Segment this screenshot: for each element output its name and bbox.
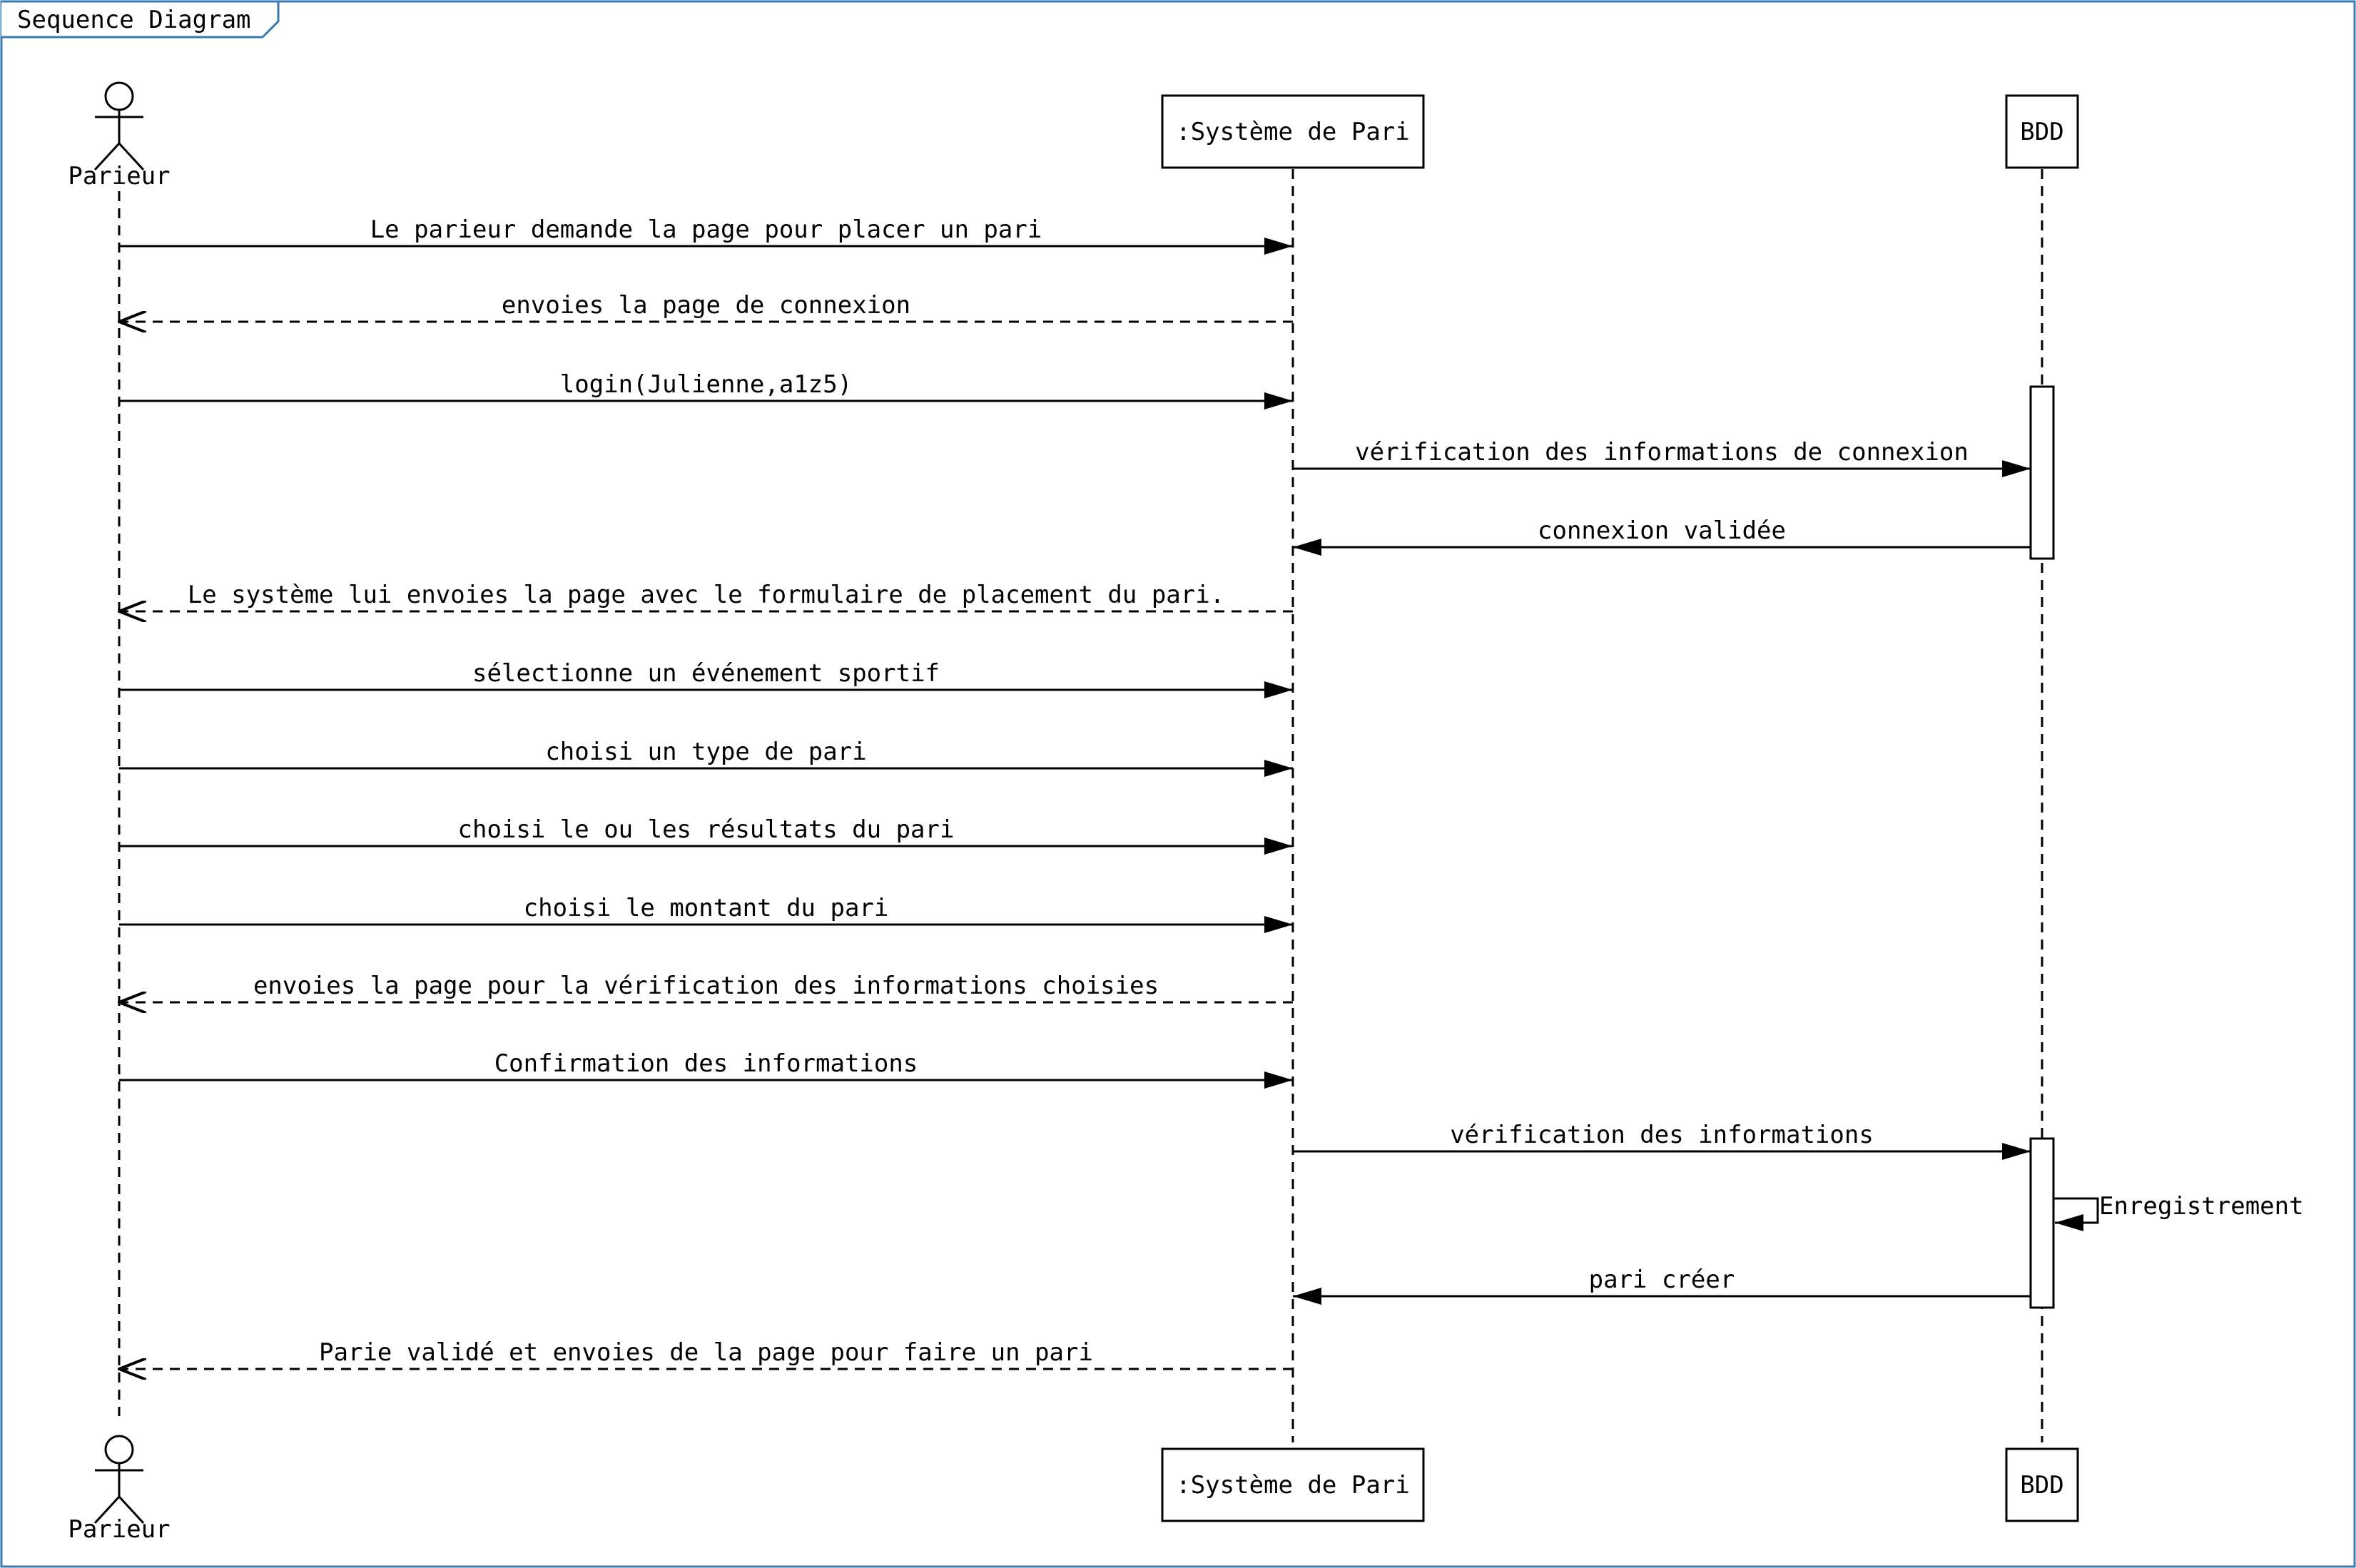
message-label: choisi le ou les résultats du pari	[458, 815, 955, 844]
message-label: vérification des informations	[1450, 1121, 1874, 1149]
participant-box	[1161, 94, 1425, 169]
participant-label: :Système de Pari	[1176, 1471, 1410, 1500]
message: pari créer	[1293, 1266, 2031, 1305]
frame-title-tab	[1, 0, 280, 39]
message: choisi le ou les résultats du pari	[119, 815, 1293, 855]
activation-bar-bdd-1	[2029, 385, 2055, 560]
message: envoies la page de connexion	[119, 291, 1293, 322]
message-label: pari créer	[1589, 1266, 1735, 1294]
participant-box	[2005, 1447, 2079, 1522]
message-label: Le système lui envoies la page avec le f…	[188, 581, 1224, 609]
message-label: vérification des informations de connexi…	[1355, 438, 1969, 467]
participant-label: Parieur	[68, 162, 170, 190]
messages: Le parieur demande la page pour placer u…	[119, 215, 2304, 1369]
message: Enregistrement	[2053, 1192, 2304, 1231]
message-label: envoies la page de connexion	[502, 291, 910, 320]
message: choisi un type de pari	[119, 738, 1293, 777]
message: sélectionne un événement sportif	[119, 659, 1293, 698]
message: Confirmation des informations	[119, 1049, 1293, 1089]
message: Le parieur demande la page pour placer u…	[119, 215, 1293, 255]
participant-label: BDD	[2020, 1471, 2063, 1500]
participant-box	[1161, 1447, 1425, 1522]
participant-parieur-bottom: Parieur	[68, 1435, 171, 1544]
actor-icon	[93, 81, 145, 171]
actor-icon	[93, 1435, 145, 1524]
message-label: sélectionne un événement sportif	[472, 659, 940, 688]
message-label: login(Julienne,a1z5)	[560, 370, 852, 399]
participant-parieur-top: Parieur	[68, 81, 171, 190]
frame-title: Sequence Diagram	[17, 6, 251, 34]
message-label: envoies la page pour la vérification des…	[253, 972, 1159, 1000]
message: Le système lui envoies la page avec le f…	[119, 581, 1293, 611]
participant-bdd-bottom: BDD	[2005, 1447, 2079, 1522]
message-label: choisi un type de pari	[545, 738, 866, 766]
message-label: Le parieur demande la page pour placer u…	[370, 215, 1042, 244]
self-message-arrow	[2053, 1197, 2099, 1231]
message: envoies la page pour la vérification des…	[119, 972, 1293, 1002]
message-label: choisi le montant du pari	[524, 894, 889, 922]
participant-systeme-bottom: :Système de Pari	[1161, 1447, 1425, 1522]
message: connexion validée	[1293, 516, 2031, 556]
participant-systeme-top: :Système de Pari	[1161, 94, 1425, 169]
message-label: connexion validée	[1538, 516, 1786, 545]
message-label: Parie validé et envoies de la page pour …	[319, 1338, 1093, 1367]
participant-label: :Système de Pari	[1176, 118, 1410, 146]
participant-box	[2005, 94, 2079, 169]
message-label: Enregistrement	[2099, 1192, 2304, 1221]
participant-bdd-top: BDD	[2005, 94, 2079, 169]
message: choisi le montant du pari	[119, 894, 1293, 933]
message: vérification des informations	[1293, 1121, 2031, 1160]
message: Parie validé et envoies de la page pour …	[119, 1338, 1293, 1369]
lifelines	[118, 169, 2043, 1442]
message-label: Confirmation des informations	[494, 1049, 918, 1078]
activation-bar-bdd-2	[2029, 1137, 2055, 1309]
participant-label: Parieur	[68, 1515, 170, 1544]
message: login(Julienne,a1z5)	[119, 370, 1293, 409]
message: vérification des informations de connexi…	[1293, 438, 2031, 477]
participant-label: BDD	[2020, 118, 2063, 146]
